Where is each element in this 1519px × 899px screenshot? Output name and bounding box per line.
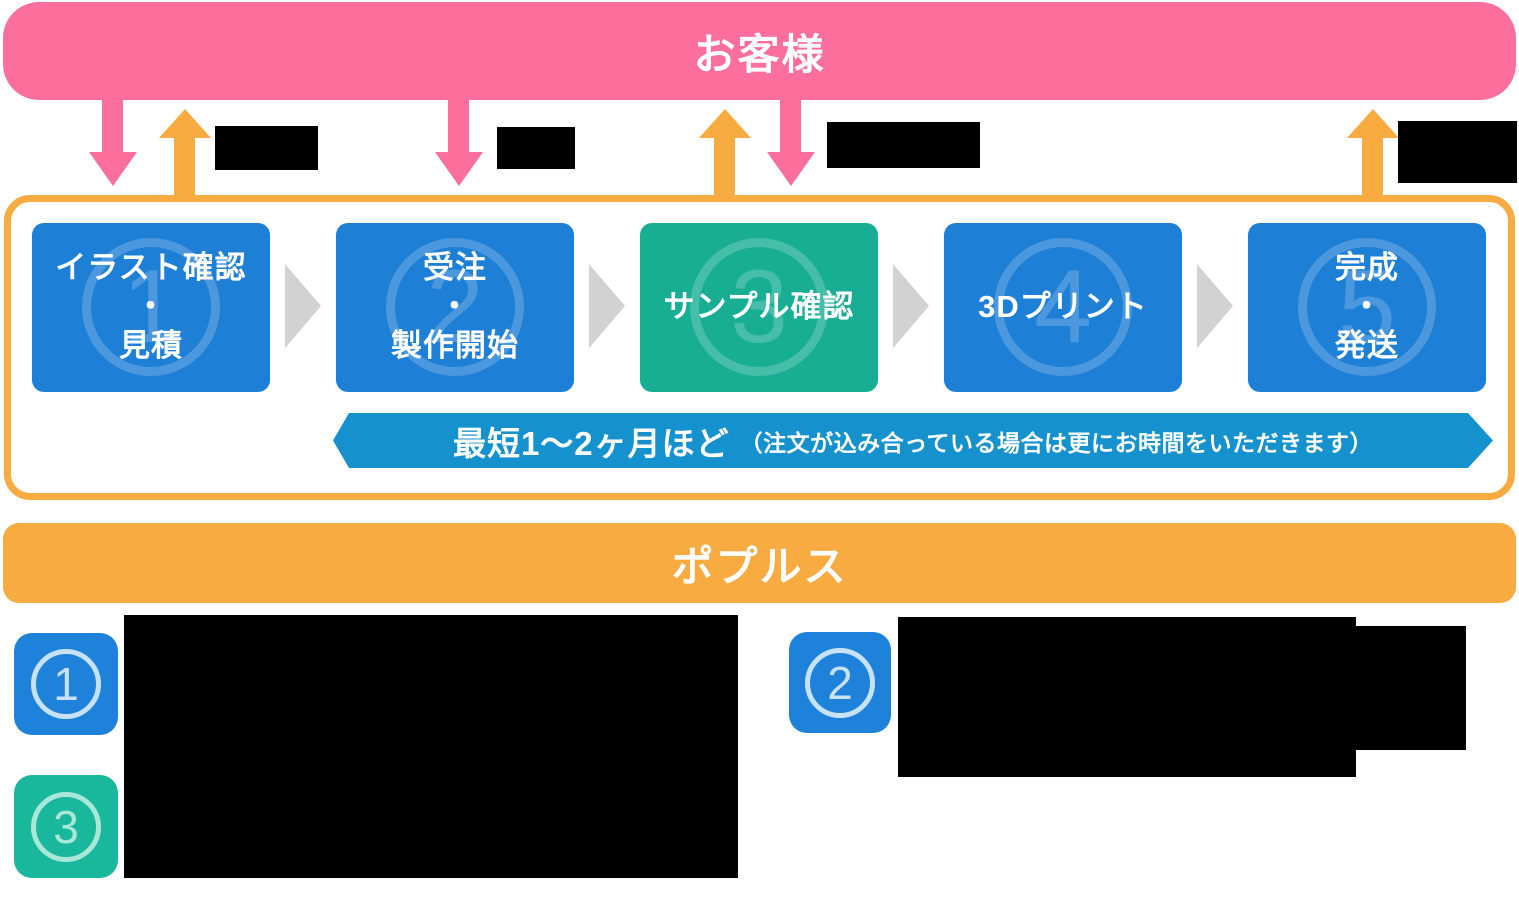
up-arrow-icon <box>1362 138 1383 202</box>
legend-number: 2 <box>827 656 853 709</box>
chevron-right-icon <box>1197 264 1233 348</box>
step-label: 3Dプリント <box>978 289 1148 325</box>
legend-item-2: 2 <box>789 632 891 733</box>
step-label: イラスト確認 ・ 見積 <box>55 250 247 363</box>
down-arrow-icon <box>448 100 469 154</box>
step-illustration-check: 1 イラスト確認 ・ 見積 <box>32 223 270 392</box>
redacted-text-block <box>1356 626 1466 750</box>
duration-note-text: （注文が込み合っている場合は更にお時間をいただきます） <box>739 429 1374 456</box>
redacted-text-block <box>827 122 980 168</box>
redacted-text-block <box>1398 121 1517 183</box>
step-number-watermark: 5 <box>1298 238 1436 376</box>
legend-item-1: 1 <box>14 633 118 735</box>
redacted-text-block <box>124 615 738 878</box>
step-order-start: 2 受注 ・ 製作開始 <box>336 223 574 392</box>
step-sample-check: 3 サンプル確認 <box>640 223 878 392</box>
company-bar: ポプルス <box>3 523 1516 603</box>
legend-number: 3 <box>53 800 79 853</box>
circled-number-icon: 3 <box>31 791 101 862</box>
step-number: 2 <box>426 249 484 365</box>
down-arrow-icon <box>89 152 137 186</box>
step-label: 完成 ・ 発送 <box>1335 250 1399 363</box>
circled-number-icon: 1 <box>31 649 101 719</box>
down-arrow-icon <box>780 100 801 154</box>
step-number: 1 <box>122 249 180 365</box>
up-arrow-icon <box>714 138 735 202</box>
step-3d-print: 4 3Dプリント <box>944 223 1182 392</box>
step-number-watermark: 2 <box>386 238 524 376</box>
step-number-watermark: 4 <box>994 238 1132 376</box>
circled-number-icon: 2 <box>805 647 875 718</box>
step-number: 4 <box>1034 249 1092 365</box>
step-label: 受注 ・ 製作開始 <box>391 250 519 363</box>
legend-item-3: 3 <box>14 775 118 878</box>
step-number-watermark: 3 <box>690 238 828 376</box>
down-arrow-icon <box>102 100 123 154</box>
step-number: 3 <box>730 249 788 365</box>
up-arrow-icon <box>174 138 195 202</box>
step-number-watermark: 1 <box>82 238 220 376</box>
down-arrow-icon <box>435 152 483 186</box>
down-arrow-icon <box>767 152 815 186</box>
customer-bar-label: お客様 <box>693 30 826 78</box>
duration-ribbon: 最短1〜2ヶ月ほど （注文が込み合っている場合は更にお時間をいただきます） <box>333 413 1493 468</box>
duration-main-text: 最短1〜2ヶ月ほど <box>452 424 730 462</box>
up-arrow-icon <box>699 109 751 138</box>
chevron-right-icon <box>893 264 929 348</box>
legend-number: 1 <box>53 658 79 710</box>
redacted-text-block <box>215 126 318 170</box>
up-arrow-icon <box>159 109 211 138</box>
company-bar-label: ポプルス <box>671 542 848 590</box>
step-number: 5 <box>1338 249 1396 365</box>
redacted-text-block <box>898 617 1356 777</box>
chevron-right-icon <box>589 264 625 348</box>
chevron-right-icon <box>285 264 321 348</box>
customer-bar: お客様 <box>3 2 1516 100</box>
up-arrow-icon <box>1347 109 1399 138</box>
step-complete-ship: 5 完成 ・ 発送 <box>1248 223 1486 392</box>
step-label: サンプル確認 <box>663 289 855 325</box>
redacted-text-block <box>497 127 575 169</box>
